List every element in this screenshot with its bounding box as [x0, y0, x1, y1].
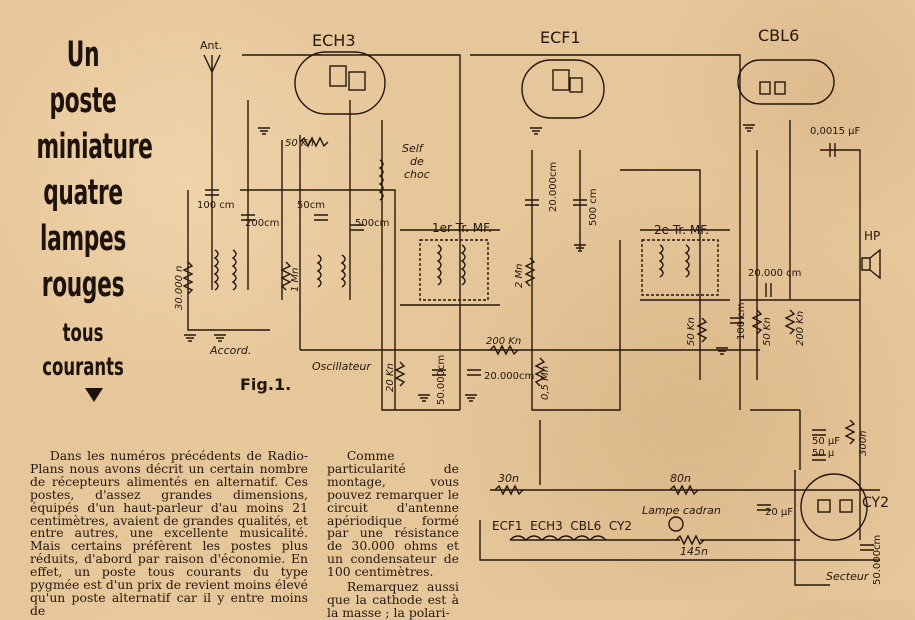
value-r200k-mid: 200 Kn	[486, 336, 521, 347]
value-c500-b: 500 cm	[588, 188, 599, 226]
title-line-3: quatre	[43, 173, 123, 213]
value-c200: 200cm	[245, 218, 279, 229]
value-r145: 145n	[680, 545, 708, 558]
lampe-cadran-label: Lampe cadran	[642, 504, 721, 517]
self-label-3: choc	[404, 168, 430, 181]
title-line-5: rouges	[41, 265, 125, 305]
value-c100: 100 cm	[197, 200, 235, 211]
filament-chain-label: ECF1 ECH3 CBL6 CY2	[492, 519, 632, 533]
tr1-label: 1er Tr. MF.	[432, 221, 492, 235]
hp-label: HP	[864, 229, 880, 243]
article-paragraph: Dans les numéros précédents de Radio-Pla…	[30, 448, 308, 618]
cy2-label: CY2	[862, 495, 889, 511]
value-c50uf-b: 50 µ	[812, 448, 835, 459]
value-c100-b: 100 cm	[736, 302, 747, 340]
figure-caption: Fig.1.	[240, 375, 291, 394]
article-column-2: Comme particularité de montage, vous pou…	[327, 448, 459, 620]
loudspeaker-icon	[861, 248, 881, 280]
value-c0015: 0,0015 µF	[810, 126, 861, 137]
self-label-2: de	[410, 155, 424, 168]
article-paragraph: Remarquez aussi que la cathode est à la …	[327, 579, 459, 620]
accord-label: Accord.	[209, 344, 251, 357]
value-r1m: 1 Mn	[290, 267, 301, 292]
value-c50uf-a: 50 µF	[812, 436, 840, 447]
value-c20000-a: 20.000cm	[548, 162, 559, 212]
value-c500-a: 500cm	[355, 218, 389, 229]
article-column-1: Dans les numéros précédents de Radio-Pla…	[30, 448, 308, 618]
value-r2m: 2 Mn	[514, 263, 525, 288]
secteur-label: Secteur	[826, 570, 870, 583]
value-r50k-c: 50 Kn	[762, 317, 773, 346]
value-c50000: 50.000cm	[436, 355, 447, 405]
article-paragraph: Comme particularité de montage, vous pou…	[327, 448, 459, 580]
cbl6-tube-icon	[737, 59, 835, 105]
value-r300: 300n	[858, 431, 869, 456]
antenna-label: Ant.	[200, 39, 222, 52]
cbl6-label: CBL6	[758, 26, 799, 45]
article-subtitle: tous courants	[42, 318, 124, 381]
value-c50: 50cm	[297, 200, 325, 211]
down-arrow-icon	[85, 388, 103, 402]
title-line-1: Un poste	[49, 35, 117, 121]
article-title: Un poste miniature quatre lampes rouges …	[8, 32, 158, 384]
schematic-diagram: ECH3 ECF1 CBL6 CY2 Ant. Accord. Oscillat…	[174, 26, 889, 586]
tr2-label: 2e Tr. MF.	[654, 223, 709, 237]
value-c50000-b: 50.000cm	[872, 535, 883, 585]
title-line-4: lampes	[39, 219, 127, 259]
ech3-label: ECH3	[312, 31, 356, 50]
antenna-icon	[203, 54, 221, 80]
lampe-cadran-icon	[668, 516, 684, 532]
ecf1-tube-icon	[521, 59, 605, 119]
value-r50k-top: 50 Kn	[285, 138, 314, 149]
value-c20000-b: 20.000cm	[484, 371, 534, 382]
value-r50k-b: 50 Kn	[686, 317, 697, 346]
value-r200k-b: 200 Kn	[795, 311, 806, 346]
value-c20000-c: 20.000 cm	[748, 268, 801, 279]
cy2-tube-icon	[800, 473, 868, 541]
oscillateur-label: Oscillateur	[312, 360, 372, 373]
value-r05m: 0,5 Mn	[540, 366, 551, 400]
value-c20uf: 20 µF	[765, 507, 793, 518]
ecf1-label: ECF1	[540, 28, 581, 47]
value-r30: 30n	[498, 472, 519, 485]
value-r80: 80n	[670, 472, 691, 485]
value-r20k: 20 Kn	[385, 363, 396, 392]
value-r30k: 30.000 n	[174, 265, 185, 310]
self-label-1: Self	[402, 142, 425, 155]
ech3-tube-icon	[294, 51, 386, 115]
